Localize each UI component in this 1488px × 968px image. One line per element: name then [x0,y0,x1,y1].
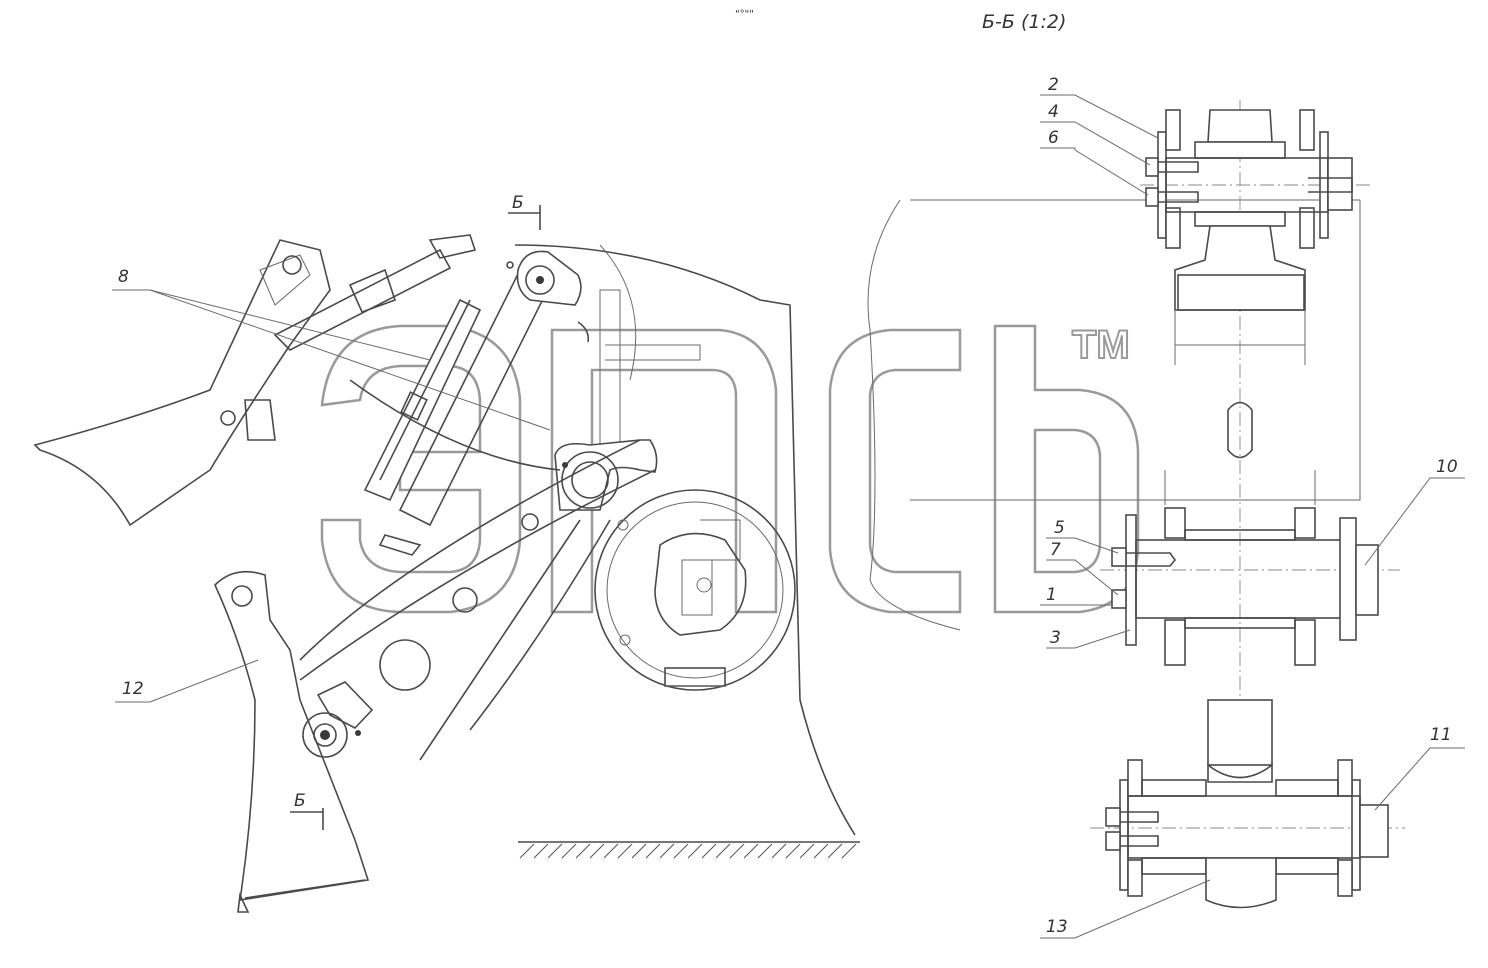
callout-10: 10 [1436,457,1458,477]
central-pivot [554,439,658,511]
main-view [33,199,1361,913]
ground-line [518,841,860,859]
callout-11: 11 [1430,725,1452,745]
tine-12 [214,570,370,913]
gear-wheel [594,489,796,691]
callout-3: 3 [1050,628,1061,648]
callout-4: 4 [1048,102,1059,122]
callout-1: 1 [1046,585,1057,605]
top-mark: "°"" [735,9,754,20]
upper-pivot [506,250,590,343]
callout-13: 13 [1046,917,1068,937]
watermark-tm: TM [1072,323,1130,367]
callout-12: 12 [122,679,144,699]
watermark-logo: TM [320,322,1140,614]
callout-leaders [112,94,1465,939]
callout-8: 8 [118,267,129,287]
lower-pivot [302,681,374,758]
callout-5: 5 [1054,518,1065,538]
section-mark-upper: Б [512,193,524,213]
section-lower [1090,699,1405,909]
callout-7: 7 [1050,540,1061,560]
section-upper [1140,100,1370,700]
hydraulic-cylinder-top [273,234,477,351]
section-middle [1100,470,1400,666]
hydraulic-cylinder-main [363,268,552,556]
callout-2: 2 [1048,75,1059,95]
section-title: Б-Б (1:2) [982,11,1066,33]
section-mark-lower: Б [294,791,306,811]
callout-6: 6 [1048,128,1059,148]
